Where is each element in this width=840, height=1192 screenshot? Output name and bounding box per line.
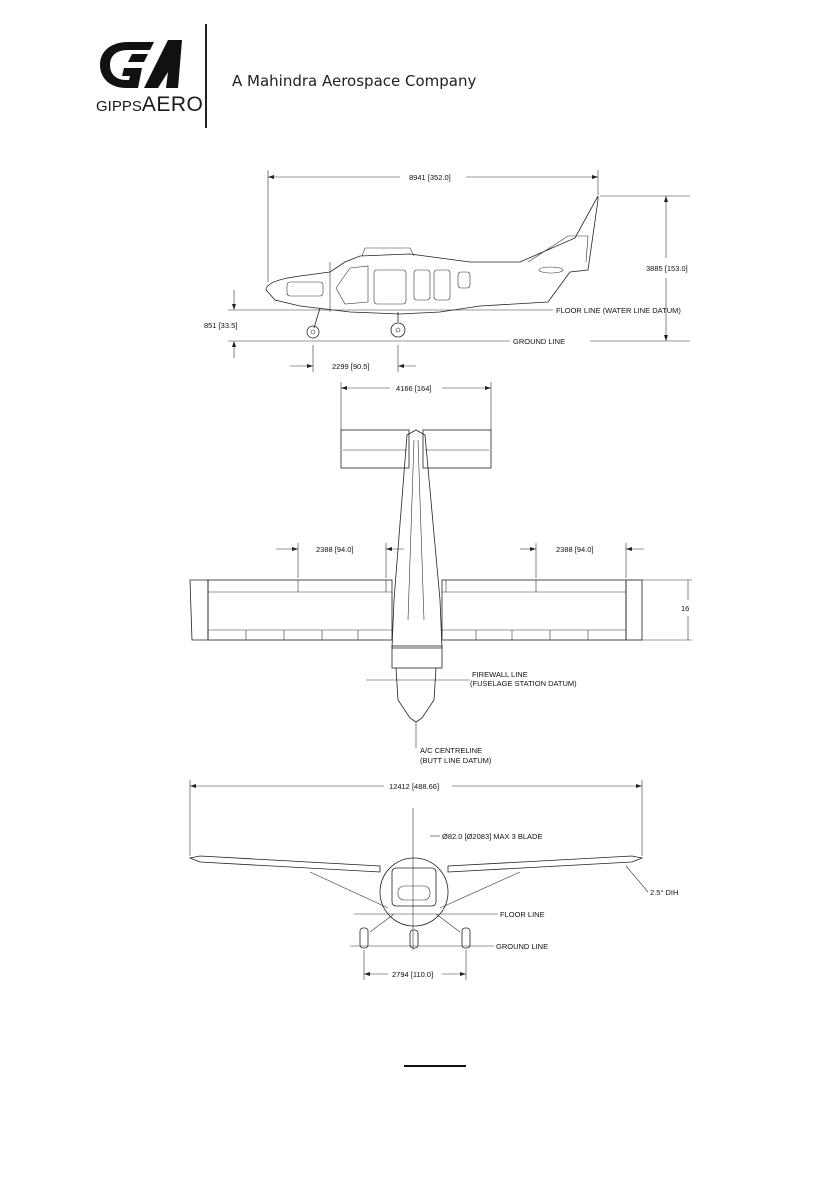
top-right-station-dim: 2388 [94.0] — [556, 545, 594, 554]
centreline-label: A/C CENTRELINE — [420, 746, 482, 755]
butt-line-datum-label: (BUTT LINE DATUM) — [420, 756, 492, 765]
side-ground-line-label: GROUND LINE — [513, 337, 565, 346]
header-divider — [205, 24, 207, 128]
side-view: 8941 [352.0] FLOOR LINE (WATER LINE DATU… — [204, 170, 690, 372]
side-floor-height-dim: 851 [33.5] — [204, 321, 237, 330]
side-floor-line-label: FLOOR LINE (WATER LINE DATUM) — [556, 306, 681, 315]
top-view: 4166 [164] — [189, 382, 692, 765]
front-ground-line-label: GROUND LINE — [496, 942, 548, 951]
side-wheelbase-dim: 2299 [90.5] — [332, 362, 370, 371]
top-chord-dim: 16 — [681, 604, 689, 613]
gippsaero-logo-icon — [100, 40, 182, 88]
top-tail-span-dim: 4166 [164] — [396, 384, 431, 393]
fuselage-station-datum-label: (FUSELAGE STATION DATUM) — [470, 679, 577, 688]
footer-rule — [404, 1065, 466, 1067]
prop-diameter-label: Ø82.0 [Ø2083] MAX 3 BLADE — [442, 832, 542, 841]
page-header: GIPPSAERO A Mahindra Aerospace Company — [0, 0, 840, 140]
company-tagline: A Mahindra Aerospace Company — [232, 72, 477, 90]
side-height-dim: 3885 [153.0] — [646, 264, 688, 273]
front-wingspan-dim: 12412 [488.66] — [389, 782, 439, 791]
top-left-station-dim: 2388 [94.0] — [316, 545, 354, 554]
front-view: 12412 [488.66] Ø82.0 [Ø2083] MAX 3 BLADE… — [188, 780, 678, 980]
front-track-dim: 2794 [110.0] — [392, 970, 433, 979]
side-length-dim: 8941 [352.0] — [409, 173, 451, 182]
dihedral-label: 2.5° DIH — [650, 888, 678, 897]
firewall-line-label: FIREWALL LINE — [472, 670, 528, 679]
front-floor-line-label: FLOOR LINE — [500, 910, 545, 919]
logo-wordmark: GIPPSAERO — [96, 93, 204, 116]
